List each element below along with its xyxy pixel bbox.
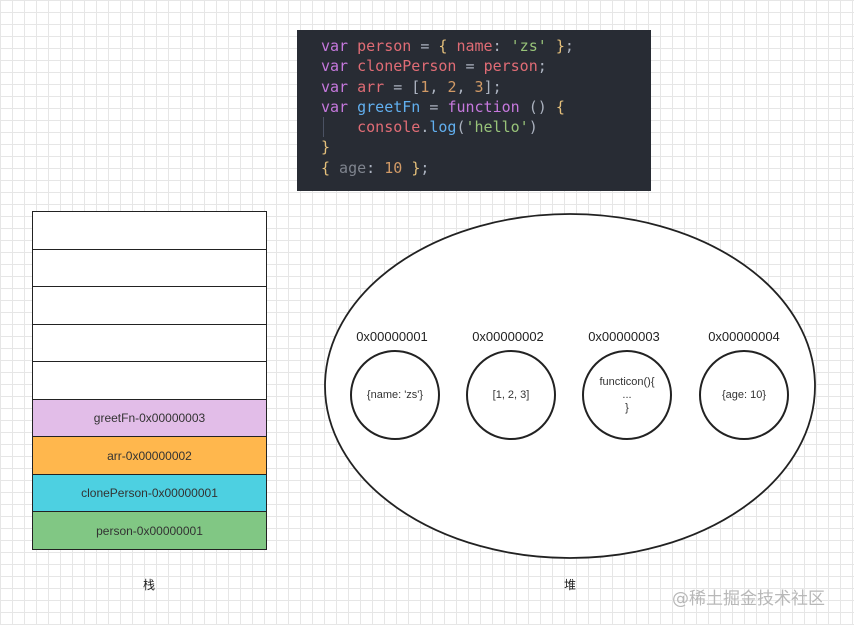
heap-addr-1: 0x00000001 xyxy=(356,329,428,344)
code-token: , xyxy=(456,77,475,96)
code-token: 3 xyxy=(474,77,484,96)
code-token: 10 xyxy=(384,158,403,177)
code-token: ) xyxy=(528,118,538,137)
code-token: function xyxy=(447,97,520,116)
code-token: 'zs' xyxy=(510,37,547,55)
heap-ellipse xyxy=(324,213,816,559)
code-line: } xyxy=(321,137,651,157)
code-line: var greetFn = function () { xyxy=(321,97,651,117)
heap-addr-4: 0x00000004 xyxy=(708,329,780,344)
code-token: age xyxy=(330,158,367,177)
stack-cell-person: person-0x00000001 xyxy=(32,511,267,550)
heap-object-2: [1, 2, 3] xyxy=(466,350,556,440)
code-line: var clonePerson = person; xyxy=(321,56,651,76)
code-token: } xyxy=(321,138,331,157)
code-line: console.log('hello') xyxy=(321,117,651,138)
heap-addr-2: 0x00000002 xyxy=(472,329,544,344)
code-token: = xyxy=(420,97,448,116)
code-token: 1 xyxy=(420,77,430,96)
code-token: , xyxy=(429,77,448,96)
code-token: () xyxy=(519,97,556,116)
stack: greetFn-0x00000003 arr-0x00000002 cloneP… xyxy=(32,211,267,550)
indent-guide xyxy=(323,117,324,138)
heap-label: 堆 xyxy=(564,578,577,592)
code-token: name xyxy=(447,37,493,55)
code-token: ; xyxy=(537,57,547,76)
code-token: var xyxy=(321,97,358,116)
code-token: var xyxy=(321,37,358,55)
code-token: 'hello' xyxy=(465,118,529,137)
code-token: var xyxy=(321,57,358,76)
code-token: { xyxy=(321,158,331,177)
code-line: var arr = [1, 2, 3]; xyxy=(321,77,651,97)
code-token: = xyxy=(411,37,439,55)
code-token: { xyxy=(438,37,448,55)
stack-cell-cloneperson: clonePerson-0x00000001 xyxy=(32,473,267,513)
code-token: ; xyxy=(420,158,430,177)
stack-label: 栈 xyxy=(143,578,156,592)
code-token: ]; xyxy=(483,77,502,96)
code-token: person xyxy=(357,37,412,55)
code-panel: var person = { name: 'zs' }; var clonePe… xyxy=(297,30,651,191)
code-token: : xyxy=(492,37,511,55)
heap-object-4: {age: 10} xyxy=(699,350,789,440)
code-line: { age: 10 }; xyxy=(321,158,651,178)
code-token: . xyxy=(420,118,430,137)
code-token: = [ xyxy=(384,77,421,96)
code-token: person xyxy=(483,57,538,76)
code-token: log xyxy=(429,118,457,137)
code-token: = xyxy=(456,57,484,76)
code-token: clonePerson xyxy=(357,57,457,76)
code-token: arr xyxy=(357,77,385,96)
code-token: ( xyxy=(456,118,466,137)
code-token: 2 xyxy=(447,77,457,96)
stack-cell xyxy=(32,248,267,288)
code-token: : xyxy=(366,158,385,177)
code-token: console xyxy=(321,118,421,137)
watermark: @稀土掘金技术社区 xyxy=(672,589,825,609)
code-line: var person = { name: 'zs' }; xyxy=(321,36,651,56)
heap-addr-3: 0x00000003 xyxy=(588,329,660,344)
code-token: ; xyxy=(564,37,574,55)
stack-cell-greetfn: greetFn-0x00000003 xyxy=(32,398,267,438)
code-token: greetFn xyxy=(357,97,421,116)
code-token: var xyxy=(321,77,358,96)
code-token: } xyxy=(555,37,565,55)
code-token: } xyxy=(411,158,421,177)
heap-object-3: functicon(){ ... } xyxy=(582,350,672,440)
heap-object-1: {name: 'zs'} xyxy=(350,350,440,440)
code-token: { xyxy=(555,97,565,116)
